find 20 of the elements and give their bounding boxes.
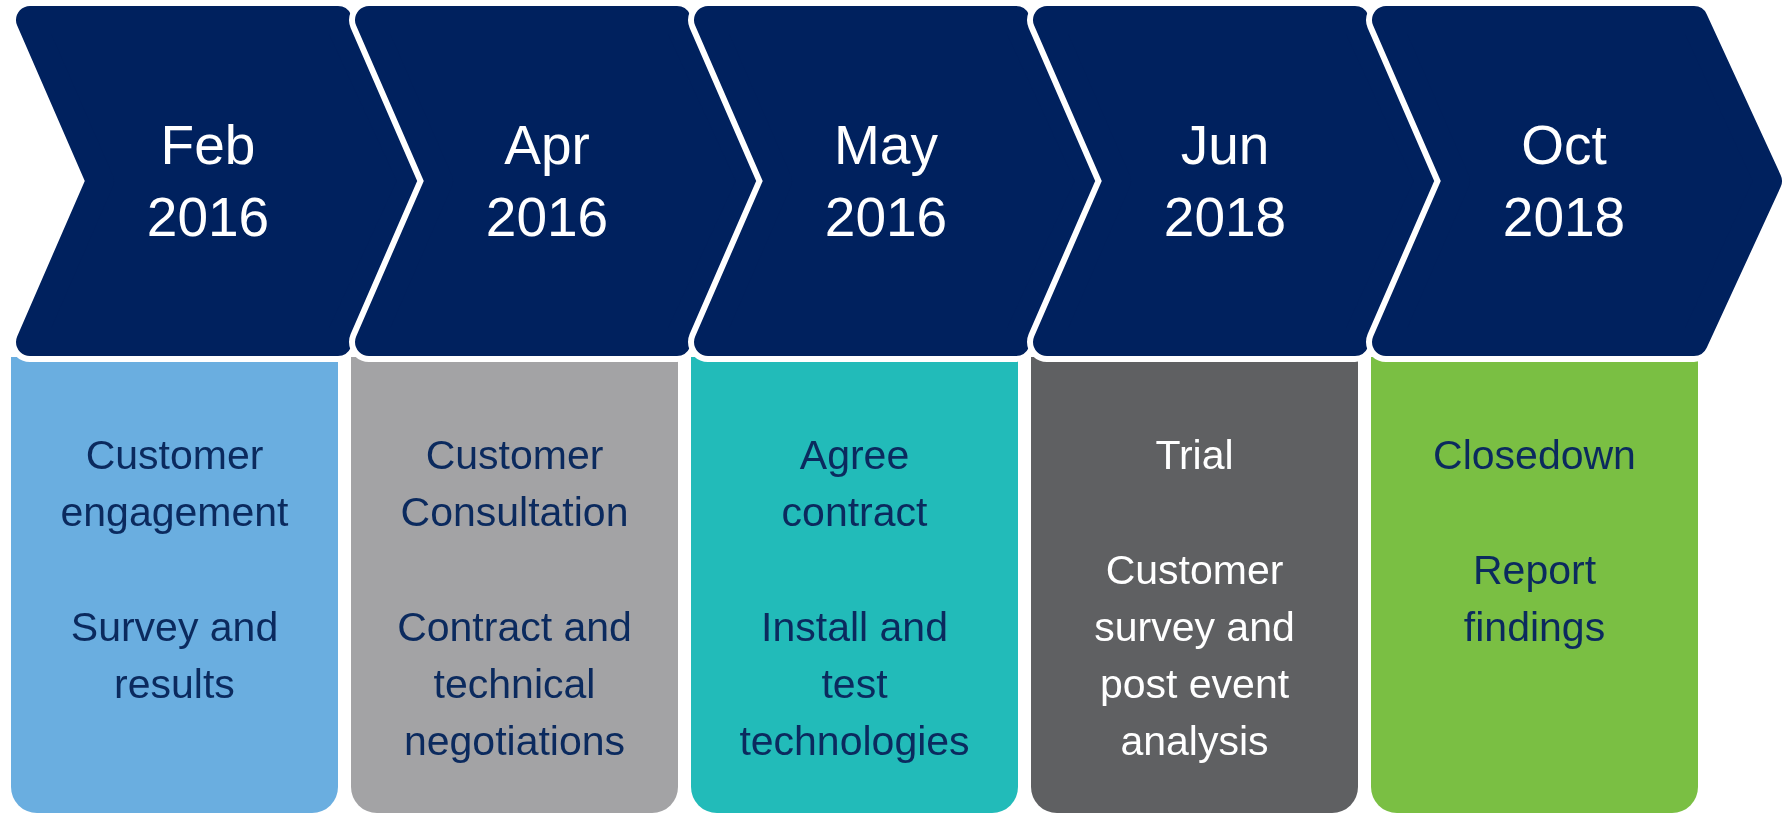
stage-text: Closedown: [1433, 431, 1636, 480]
stage-text: Install and test technologies: [738, 603, 971, 766]
stage-text: Customer engagement: [59, 431, 290, 537]
date-label: May 2016: [823, 113, 949, 250]
stage-text: Survey and results: [69, 603, 280, 709]
stage-text: Trial: [1155, 431, 1234, 480]
stage-text: Report findings: [1462, 546, 1607, 652]
stage-box: [351, 357, 678, 813]
stage-box: [1031, 357, 1358, 813]
stage-box: [11, 357, 338, 813]
date-label: Jun 2018: [1162, 113, 1288, 250]
date-label: Feb 2016: [145, 113, 271, 250]
stage-text: Contract and technical negotiations: [396, 603, 633, 766]
stage-text: Customer Consultation: [399, 431, 630, 537]
stage-box: [1371, 357, 1698, 813]
date-label: Apr 2016: [484, 113, 610, 250]
stage-text: Customer survey and post event analysis: [1093, 546, 1296, 766]
stage-text: Agree contract: [780, 431, 929, 537]
stage-box: [691, 357, 1018, 813]
date-label: Oct 2018: [1501, 113, 1627, 250]
